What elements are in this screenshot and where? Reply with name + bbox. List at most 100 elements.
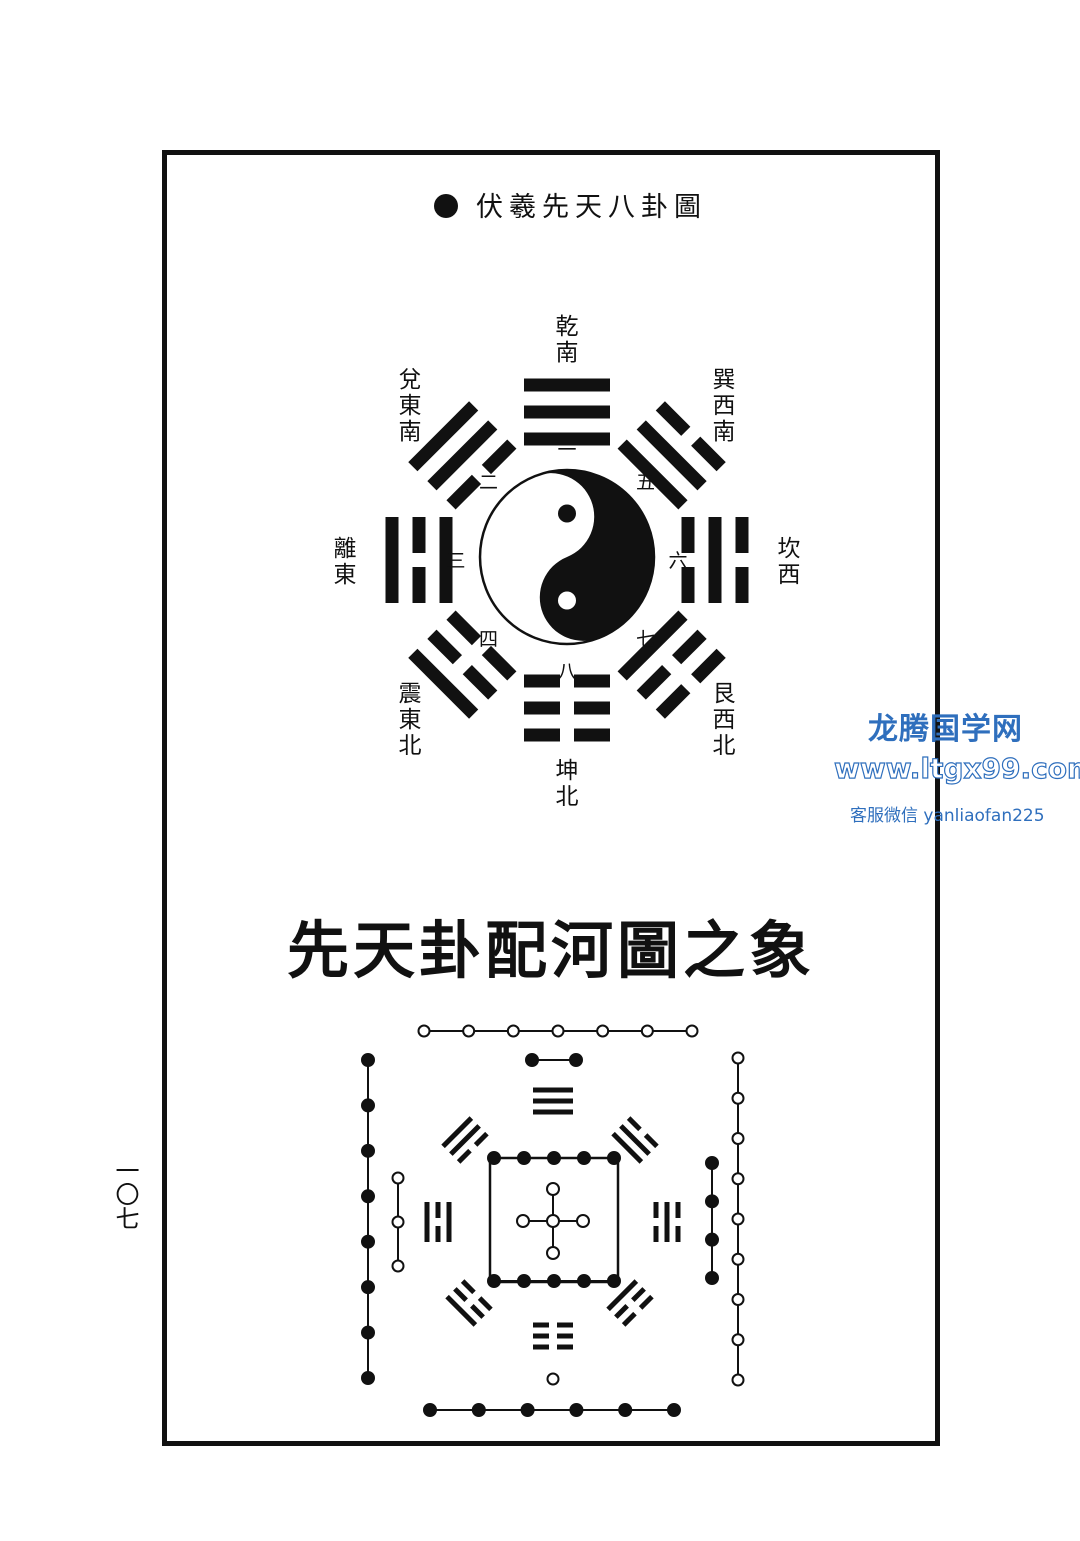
black-dot [569,1403,584,1417]
top-diagram-title: 伏羲先天八卦圖 [476,192,707,223]
black-dot [361,1325,375,1340]
trigram-yin-line [524,701,560,715]
trigram-yang-line [524,432,610,446]
trigram-yin-line [735,567,749,603]
trigram-yin-line [481,439,517,475]
trigram-yin-line [412,567,426,603]
trigram-label-兌: 兌東南 [399,367,422,445]
black-dot [361,1098,375,1113]
black-dot [525,1053,539,1067]
yin-line [533,1322,549,1328]
white-dot [731,1252,745,1266]
watermark-title: 龙腾国学网 [868,712,1023,747]
small-trigram-艮 [606,1279,654,1327]
small-trigram-乾 [533,1087,573,1115]
trigram-label-char: 南 [399,419,422,445]
taiji-yin-yang-symbol [478,468,656,646]
black-dot [607,1274,621,1288]
trigram-number: 七 [636,628,655,650]
black-dot [423,1403,437,1417]
white-dot [731,1333,745,1347]
yin-line [533,1344,549,1350]
trigram-label-char: 離 [334,536,357,562]
trigram-yang-line [427,420,498,491]
white-dot [731,1091,745,1105]
white-dot [685,1024,699,1038]
trigram-坎: 六 [668,517,749,603]
south-seven-white-dots [417,1024,699,1038]
yang-line [619,1124,651,1156]
white-dot [462,1024,476,1038]
trigram-label-char: 東 [399,393,422,419]
yin-line [533,1333,549,1339]
white-dot [391,1259,405,1273]
trigram-label-char: 兌 [399,367,422,393]
white-dot [506,1024,520,1038]
yang-line [449,1124,481,1156]
black-dot [705,1194,719,1209]
black-dot [577,1274,591,1288]
trigram-label-艮: 艮西北 [712,681,735,759]
trigram-yin-line [681,517,695,553]
center-five-white-dot [516,1214,530,1228]
trigram-yin-line [412,517,426,553]
yin-line [621,1311,637,1327]
east-three-white-dots [391,1171,405,1273]
black-dot [361,1053,375,1067]
trigram-坤: 八 [524,661,610,742]
trigram-yang-line [636,420,707,491]
small-trigram-坤 [533,1322,573,1350]
trigram-艮: 七 [617,610,726,719]
black-dot [487,1151,501,1165]
trigram-label-char: 巽 [712,367,735,393]
trigram-震: 四 [408,610,517,719]
yin-line [435,1202,441,1218]
page-frame [162,150,940,1446]
north-one-white-dot [546,1372,560,1386]
trigram-yin-line [574,701,610,715]
trigram-label-巽: 巽西南 [712,367,735,445]
trigram-label-char: 西 [712,707,735,733]
trigram-離: 三 [385,517,466,603]
yin-line [675,1226,681,1242]
black-dot [547,1274,561,1288]
black-dot [569,1053,583,1067]
yang-line [446,1202,452,1242]
yang-line [441,1116,474,1149]
trigram-yin-line [681,567,695,603]
trigram-yin-line [636,665,672,700]
trigram-yang-line [524,405,610,419]
trigram-label-坤: 坤北 [556,758,579,810]
trigram-label-坎: 坎西 [778,536,801,588]
trigram-label-離: 離東 [334,536,357,588]
trigram-yin-line [574,728,610,742]
center-bottom-black-dots [487,1274,621,1288]
trigram-yang-line [617,439,688,510]
black-dot [667,1403,681,1417]
west-four-black-dots [705,1156,719,1285]
yin-line [626,1116,642,1132]
fuxi-bagua-title: 伏羲先天八卦圖 [434,192,707,223]
yin-line [643,1133,659,1149]
trigram-number: 五 [636,472,655,494]
taiji-yin-eye [558,504,576,523]
trigram-巽: 五 [617,401,726,510]
yin-line [477,1296,493,1312]
yin-line [453,1287,468,1302]
trigram-yang-line [385,517,399,603]
trigram-yang-line [617,610,688,681]
yin-line [653,1202,659,1218]
black-dot [361,1143,375,1158]
trigram-number: 三 [446,550,465,572]
trigram-yin-line [672,629,707,665]
watermark-url[interactable]: www.ltgx99.com [833,751,1080,785]
small-trigram-巽 [611,1116,659,1164]
yin-line [435,1226,441,1242]
small-trigram-坎 [653,1202,681,1242]
center-five-white-dot [546,1182,560,1196]
yin-line [456,1148,472,1164]
white-dot [731,1051,745,1065]
trigram-yin-line [655,401,691,436]
yin-line [470,1304,485,1319]
